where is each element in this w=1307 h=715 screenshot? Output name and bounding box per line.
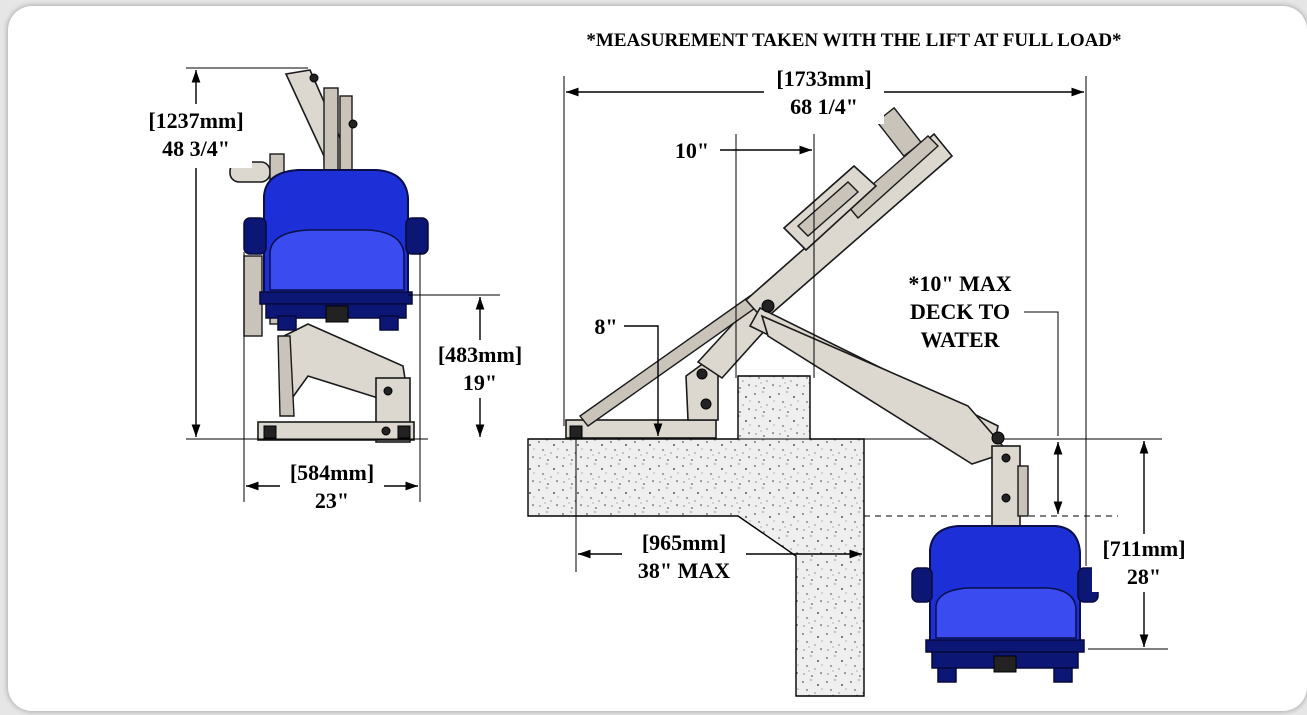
seat-height-mm-label: [483mm] — [438, 342, 522, 367]
offset8-label: 8" — [594, 314, 617, 339]
side-view-lift — [565, 106, 1099, 683]
deck-note-line1: *10" MAX — [908, 271, 1011, 296]
reach-in-label: 38" MAX — [638, 558, 730, 583]
front-view-lift — [229, 69, 429, 443]
depth-mm-label: [711mm] — [1102, 536, 1185, 561]
length-in-label: 68 1/4" — [790, 94, 858, 119]
depth-in-label: 28" — [1127, 564, 1161, 589]
dimension-drawing: [1237mm] 48 3/4" [483mm] 19" [584mm] 23" — [140, 30, 1196, 697]
measurement-note: *MEASUREMENT TAKEN WITH THE LIFT AT FULL… — [586, 30, 1121, 51]
width-mm-label: [584mm] — [290, 460, 374, 485]
offset8-arrow — [624, 325, 663, 436]
height-in-label: 48 3/4" — [162, 136, 230, 161]
deck-water-leader — [1024, 311, 1059, 436]
width-in-label: 23" — [315, 488, 349, 513]
offset10-label: 10" — [675, 138, 709, 163]
seat-height-in-label: 19" — [463, 370, 497, 395]
reach-mm-label: [965mm] — [642, 530, 726, 555]
height-mm-label: [1237mm] — [148, 108, 243, 133]
drawing-frame: [1237mm] 48 3/4" [483mm] 19" [584mm] 23" — [8, 6, 1307, 711]
length-mm-label: [1733mm] — [776, 66, 871, 91]
deck-note-line2: DECK TO — [910, 299, 1010, 324]
pool-deck-concrete — [527, 375, 865, 697]
deck-note-line3: WATER — [920, 327, 1000, 352]
